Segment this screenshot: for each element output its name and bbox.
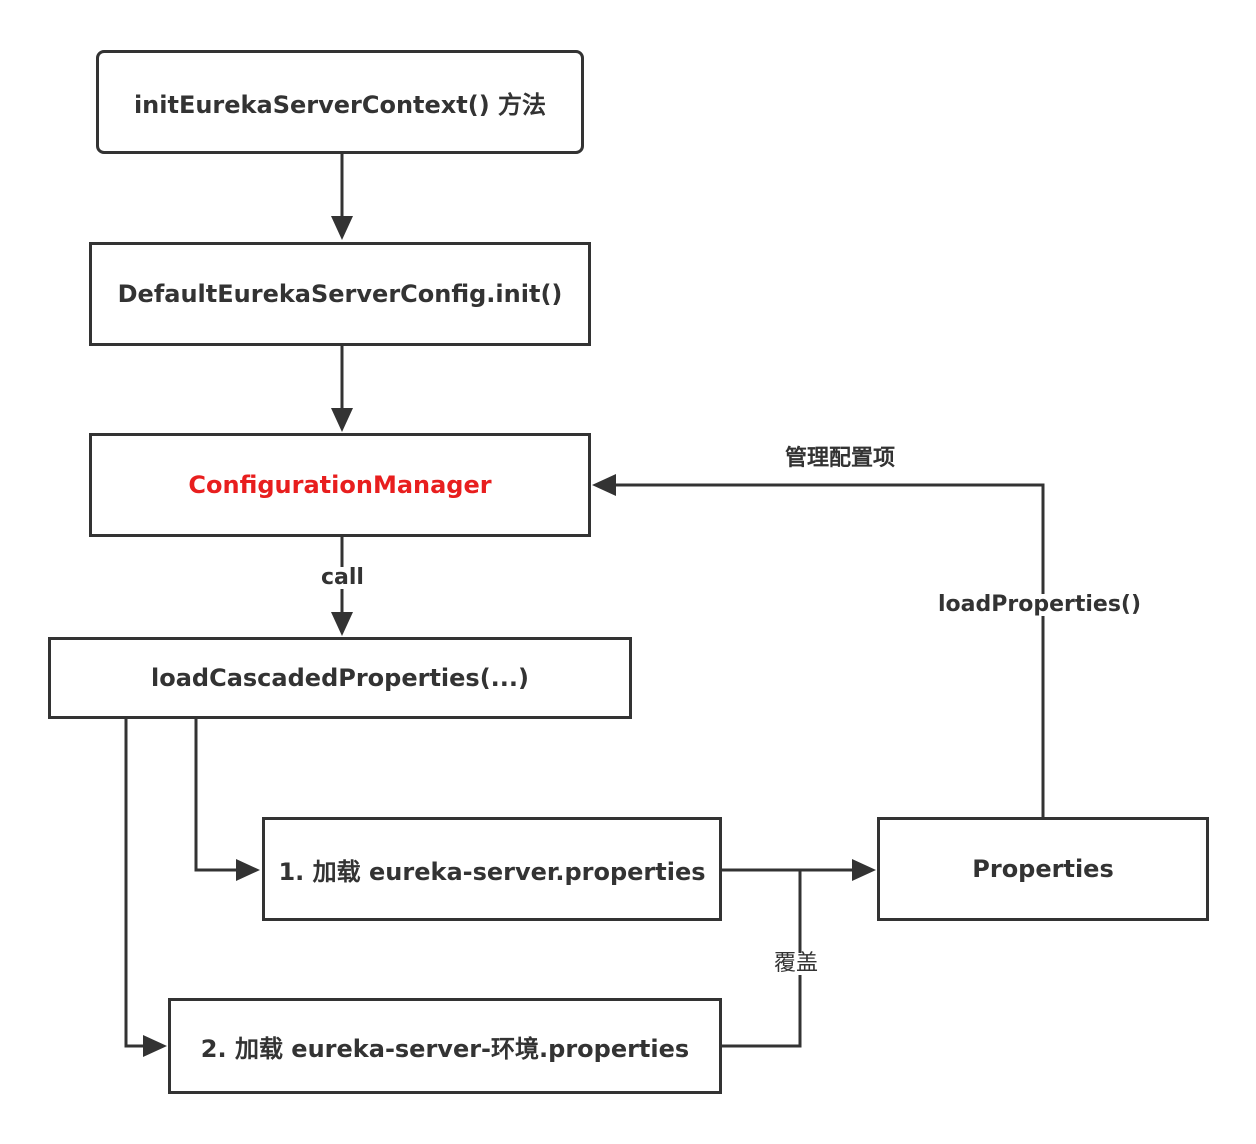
edge-lcp-to-step2 [124,719,144,1048]
node-load-eureka-server-env-properties-label: 2. 加载 eureka-server-环境.properties [200,1034,690,1063]
edge-label-call: call [321,565,364,590]
node-load-cascaded-properties-label: loadCascadedProperties(...) [151,664,529,692]
node-load-eureka-server-properties: 1. 加载 eureka-server.properties [262,817,722,921]
node-init-eureka-server-context-label: initEurekaServerContext() 方法 [133,90,547,119]
node-load-cascaded-properties: loadCascadedProperties(...) [48,637,632,719]
edge-lcp-to-step1 [194,719,238,872]
node-properties-label: Properties [972,855,1114,883]
node-default-eureka-server-config-init-label: DefaultEurekaServerConfig.init() [117,280,563,308]
edge-step2-override [722,870,802,1048]
node-load-eureka-server-env-properties: 2. 加载 eureka-server-环境.properties [168,998,722,1094]
node-configuration-manager: ConfigurationManager [89,433,591,537]
edge-label-load-properties: loadProperties() [938,592,1142,617]
arrowhead-start-to-default [331,216,353,240]
arrowhead-step1-to-props [852,859,876,881]
arrowhead-lcp-to-step1 [236,859,260,881]
edge-label-override: 覆盖 [774,951,819,976]
arrowhead-default-to-cm [331,408,353,432]
node-default-eureka-server-config-init: DefaultEurekaServerConfig.init() [89,242,591,346]
edge-label-manage-config: 管理配置项 [785,446,896,471]
node-load-eureka-server-properties-label: 1. 加载 eureka-server.properties [278,857,706,886]
node-configuration-manager-label: ConfigurationManager [188,471,492,499]
edge-props-to-cm [615,483,1045,817]
arrowhead-cm-to-lcp [331,612,353,636]
node-properties: Properties [877,817,1209,921]
node-init-eureka-server-context: initEurekaServerContext() 方法 [96,50,584,154]
arrowhead-lcp-to-step2 [143,1035,167,1057]
arrowhead-props-to-cm [592,474,616,496]
